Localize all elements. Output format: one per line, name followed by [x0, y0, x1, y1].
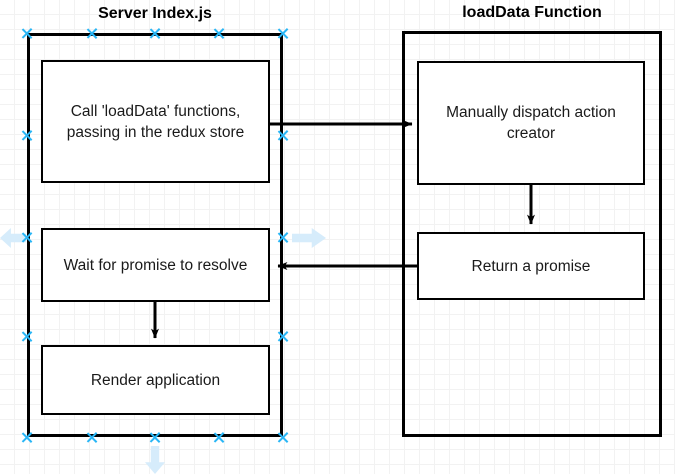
- node-label: Manually dispatch action creator: [446, 104, 616, 142]
- container-loaddata-function[interactable]: [402, 31, 662, 437]
- node-label: Render application: [90, 371, 221, 389]
- node-wait-promise[interactable]: Wait for promise to resolve: [41, 228, 270, 302]
- node-manually-dispatch[interactable]: Manually dispatch action creator: [417, 61, 645, 185]
- connect-arrow-bottom[interactable]: [145, 446, 165, 474]
- container-title-loaddata-function: loadData Function: [462, 4, 602, 21]
- connect-arrow-right[interactable]: [292, 228, 326, 248]
- connect-arrow-left[interactable]: [0, 228, 26, 248]
- container-server-index[interactable]: [27, 33, 283, 437]
- node-return-promise[interactable]: Return a promise: [417, 232, 645, 300]
- node-label: Return a promise: [471, 257, 591, 275]
- node-call-loaddata[interactable]: Call 'loadData' functions, passing in th…: [41, 60, 270, 183]
- node-label: Call 'loadData' functions, passing in th…: [66, 102, 245, 141]
- node-label: Wait for promise to resolve: [63, 256, 248, 274]
- container-title-server-index: Server Index.js: [98, 5, 212, 22]
- node-render-application[interactable]: Render application: [41, 345, 270, 415]
